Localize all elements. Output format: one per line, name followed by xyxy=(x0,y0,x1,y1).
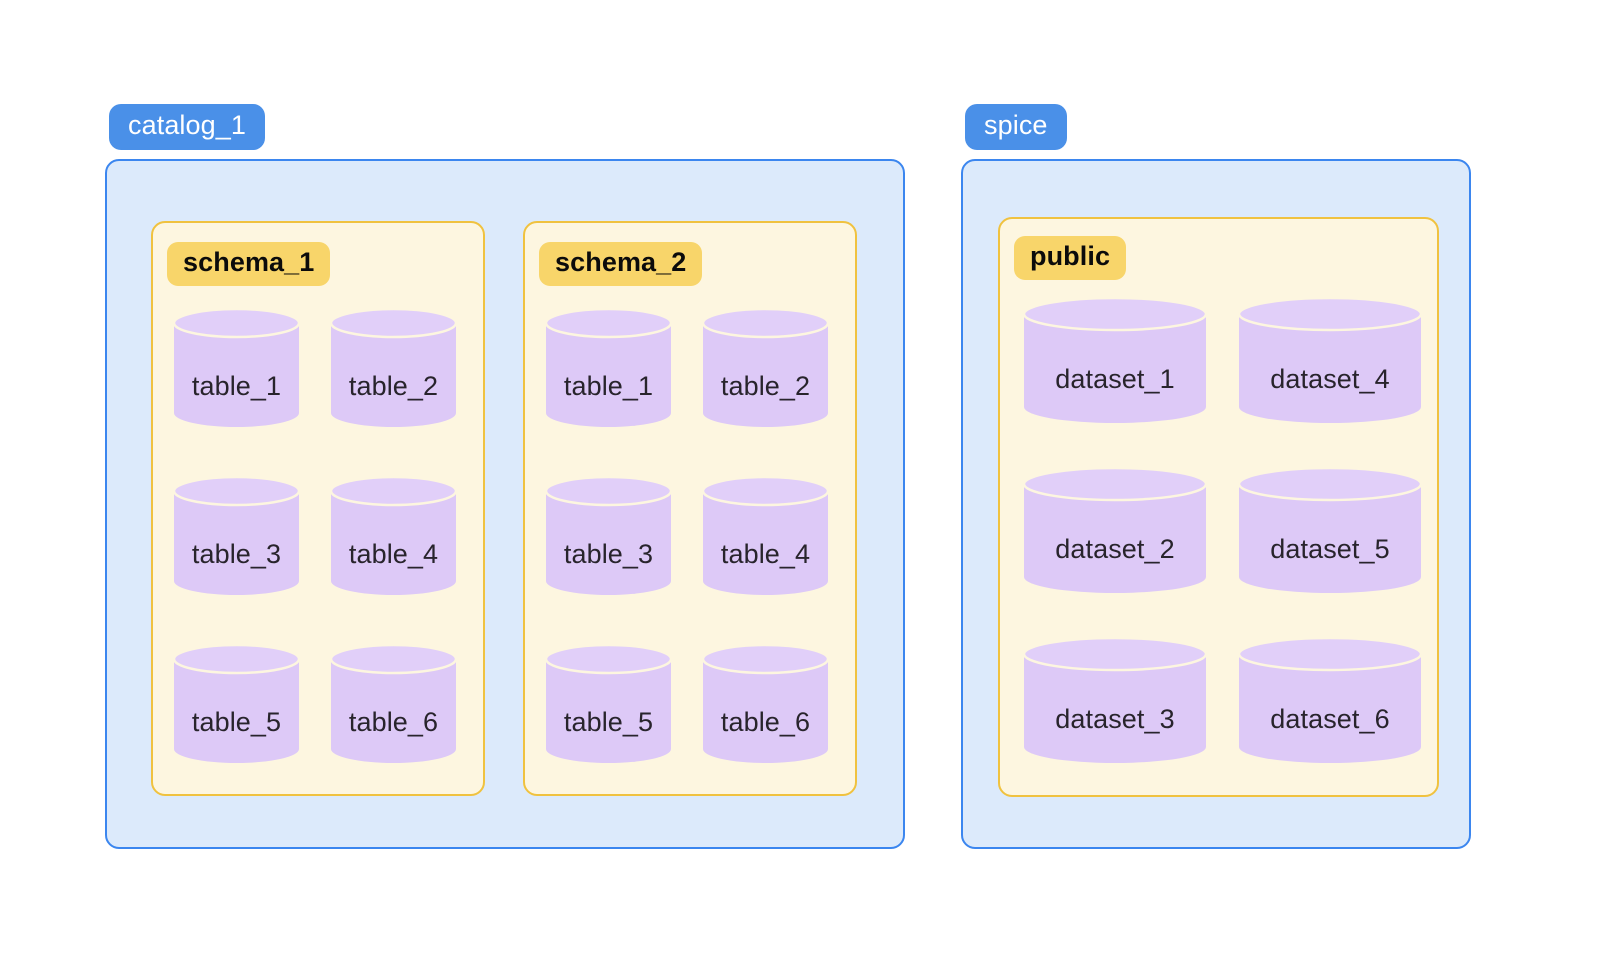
dataset-cylinder[interactable]: dataset_4 xyxy=(1237,296,1423,423)
catalog-group-spice: spice public dataset_1 xyxy=(961,104,1471,849)
table-cylinder[interactable]: table_2 xyxy=(329,307,458,427)
catalog-box-catalog_1: schema_1 table_1 table_2 xyxy=(105,159,905,849)
table-cylinder[interactable]: table_6 xyxy=(701,643,830,763)
dataset-cylinder[interactable]: dataset_6 xyxy=(1237,636,1423,763)
table-cylinder[interactable]: table_5 xyxy=(544,643,673,763)
dataset-cylinder[interactable]: dataset_5 xyxy=(1237,466,1423,593)
schema-box-public: public dataset_1 dataset_4 xyxy=(998,217,1439,797)
schema-badge-schema_1[interactable]: schema_1 xyxy=(167,242,331,286)
schema-badge-public[interactable]: public xyxy=(1014,236,1127,280)
table-cylinder[interactable]: table_3 xyxy=(172,475,301,595)
dataset-cylinder[interactable]: dataset_1 xyxy=(1022,296,1208,423)
table-cylinder[interactable]: table_1 xyxy=(172,307,301,427)
catalog-badge-spice[interactable]: spice xyxy=(965,104,1067,150)
schema-box-schema_1: schema_1 table_1 table_2 xyxy=(151,221,485,796)
table-cylinder[interactable]: table_3 xyxy=(544,475,673,595)
catalog-group-catalog_1: catalog_1 schema_1 table_1 xyxy=(105,104,905,849)
table-cylinder[interactable]: table_5 xyxy=(172,643,301,763)
table-cylinder[interactable]: table_2 xyxy=(701,307,830,427)
schema-badge-schema_2[interactable]: schema_2 xyxy=(539,242,703,286)
dataset-cylinder[interactable]: dataset_2 xyxy=(1022,466,1208,593)
schema-box-schema_2: schema_2 table_1 table_2 xyxy=(523,221,857,796)
catalog-box-spice: public dataset_1 dataset_4 xyxy=(961,159,1471,849)
table-cylinder[interactable]: table_1 xyxy=(544,307,673,427)
table-cylinder[interactable]: table_4 xyxy=(329,475,458,595)
table-cylinder[interactable]: table_6 xyxy=(329,643,458,763)
catalog-badge-catalog_1[interactable]: catalog_1 xyxy=(109,104,265,150)
table-cylinder[interactable]: table_4 xyxy=(701,475,830,595)
dataset-cylinder[interactable]: dataset_3 xyxy=(1022,636,1208,763)
